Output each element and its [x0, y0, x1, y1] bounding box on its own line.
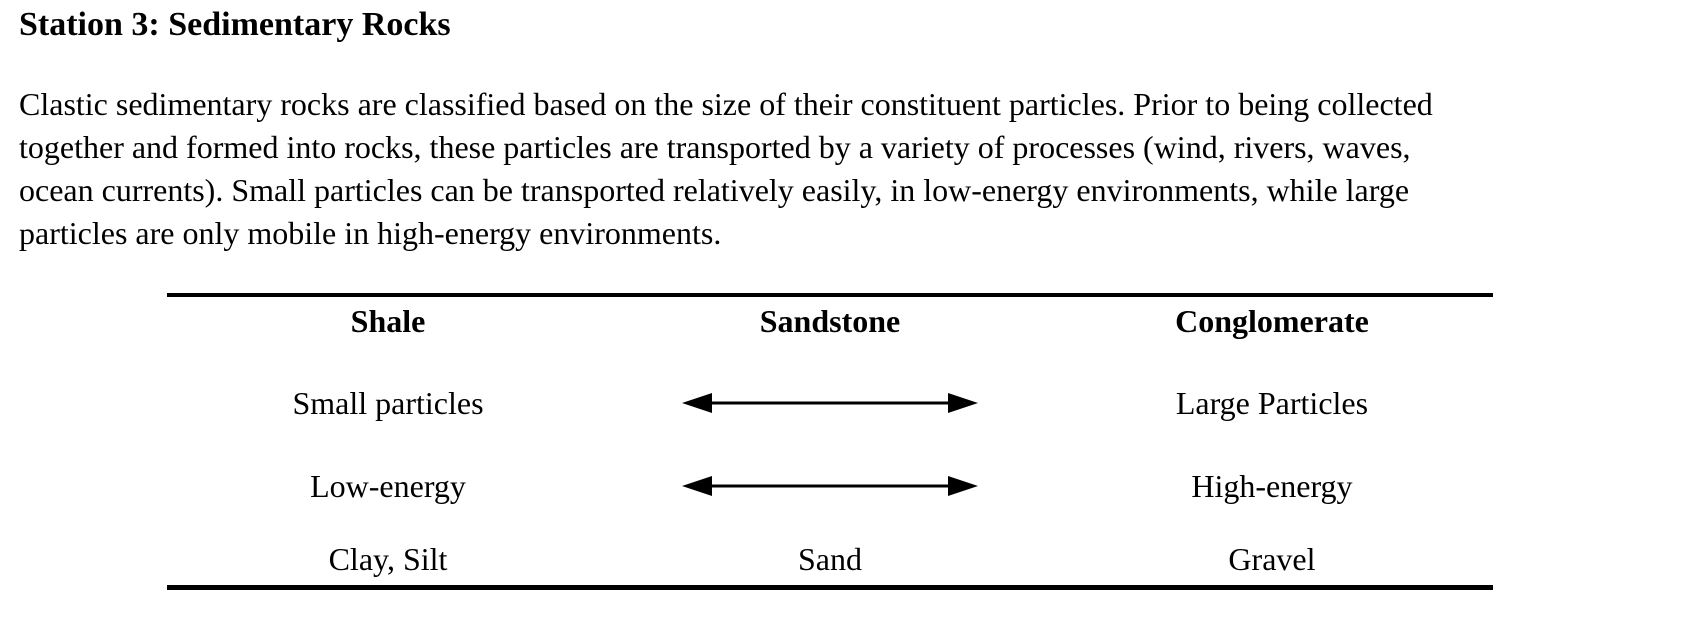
header-shale: Shale: [350, 303, 426, 339]
header-conglomerate: Conglomerate: [1175, 303, 1369, 339]
sediment-clay-silt-label: Clay, Silt: [328, 541, 448, 577]
particle-size-arrow-cell: [609, 383, 1051, 423]
header-sandstone: Sandstone: [759, 303, 901, 339]
energy-right-label: High-energy: [1191, 468, 1353, 504]
particle-size-right-label: Large Particles: [1175, 385, 1369, 421]
paragraph-line: ocean currents). Small particles can be …: [19, 172, 1410, 208]
rock-classification-table: Shale Sandstone Conglomerate Small parti…: [167, 293, 1493, 590]
energy-arrow-cell: [609, 466, 1051, 506]
table-row: Small particles Large Particles: [167, 383, 1493, 423]
page-title: Station 3: Sedimentary Rocks: [19, 6, 451, 43]
sediment-gravel-label: Gravel: [1228, 541, 1316, 577]
table-header-row: Shale Sandstone Conglomerate: [167, 301, 1493, 341]
paragraph-line: particles are only mobile in high-energy…: [19, 215, 722, 251]
table-row: Clay, Silt Sand Gravel: [167, 539, 1493, 579]
paragraph-line: together and formed into rocks, these pa…: [19, 129, 1411, 165]
paragraph-line: Clastic sedimentary rocks are classified…: [19, 86, 1433, 122]
table-bottom-rule: [167, 585, 1493, 590]
double-arrow-icon: [681, 393, 978, 413]
double-arrow-icon: [681, 476, 978, 496]
intro-paragraph: Clastic sedimentary rocks are classified…: [19, 83, 1433, 255]
particle-size-left-label: Small particles: [292, 385, 484, 421]
energy-left-label: Low-energy: [310, 468, 466, 504]
sediment-sand-label: Sand: [797, 541, 862, 577]
table-top-rule: [167, 293, 1493, 297]
table-row: Low-energy High-energy: [167, 466, 1493, 506]
